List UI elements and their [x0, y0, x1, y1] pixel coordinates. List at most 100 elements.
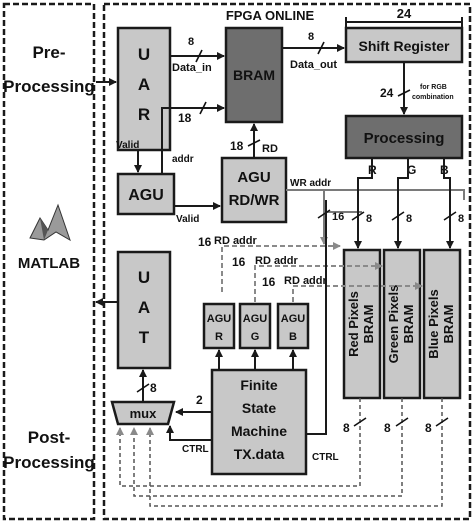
- fsm-label-1: Finite: [240, 377, 278, 393]
- agu-addr-slash: [199, 101, 207, 115]
- uar-letter-u: U: [138, 45, 150, 64]
- rd-label: RD: [262, 143, 278, 155]
- g-wire: [394, 158, 409, 249]
- uar-letter-a: A: [138, 75, 150, 94]
- processing-label-pre: Processing: [3, 77, 95, 96]
- rd-addr-r-width: 16: [198, 235, 212, 249]
- rgb-width: 24: [380, 86, 394, 100]
- rd-addr-g-width: 16: [232, 255, 246, 269]
- processing-block: [344, 114, 464, 160]
- agu-block: [116, 172, 176, 216]
- agu-addr-width: 18: [178, 111, 192, 125]
- data-in-bus-slash: [195, 49, 203, 63]
- agu-g-label-1: AGU: [243, 313, 268, 325]
- fsm-label-3: Machine: [231, 423, 287, 439]
- uar-letter-r: R: [138, 105, 150, 124]
- data-out-bus-slash: [317, 41, 325, 55]
- red-out-slash: [353, 417, 367, 427]
- r-width: 8: [366, 213, 372, 225]
- b-wire: [443, 158, 454, 249]
- b-width: 8: [458, 213, 464, 225]
- processing-label: Processing: [364, 130, 445, 147]
- valid-label-2: Valid: [176, 214, 199, 225]
- wr-addr-wire: [286, 189, 465, 200]
- g-label: G: [407, 163, 416, 177]
- processing-label-post: Processing: [3, 453, 95, 472]
- agu-r-label-1: AGU: [207, 313, 232, 325]
- rd-addr-g-label: RD addr: [255, 255, 299, 267]
- blue-bram-label-2: BRAM: [441, 305, 456, 344]
- agu-b-label-1: AGU: [281, 313, 306, 325]
- green-bram-block: [382, 248, 422, 400]
- red-bram-label-2: BRAM: [361, 305, 376, 344]
- data-out-label: Data_out: [290, 59, 337, 71]
- rd-addr-b-wire: [292, 282, 423, 302]
- r-slash: [351, 211, 365, 221]
- mux-block: [110, 400, 176, 426]
- matlab-logo-icon: [29, 203, 71, 242]
- fpga-title: FPGA ONLINE: [226, 8, 315, 23]
- shift-width-label: 24: [397, 6, 412, 21]
- green-out-width: 8: [384, 421, 391, 435]
- fsm-mux-width: 2: [196, 393, 203, 407]
- fsm-block: [210, 368, 308, 476]
- agu-r-label-2: R: [215, 331, 223, 343]
- data-out-width: 8: [308, 31, 314, 43]
- ctrl-fsm-wire: [306, 200, 327, 435]
- rd-addr-g-wire: [254, 262, 383, 302]
- bram-block: [224, 26, 284, 124]
- green-out-wire: [130, 398, 403, 497]
- data-in-label: Data_in: [172, 62, 212, 74]
- wr-addr-width: 16: [332, 211, 344, 223]
- fsm-label-4: TX.data: [234, 446, 285, 462]
- agu-r-block: [202, 302, 236, 350]
- wr-addr-slash: [317, 209, 331, 219]
- data-in-width: 8: [188, 36, 194, 48]
- wr-addr-label: WR addr: [290, 178, 331, 189]
- mux-label: mux: [130, 406, 158, 421]
- ctrl-mux-wire: [166, 425, 212, 441]
- valid-label-1: Valid: [116, 140, 139, 151]
- mux-out-width: 8: [150, 381, 157, 395]
- blue-out-wire: [146, 398, 443, 507]
- agu-g-label-2: G: [251, 331, 260, 343]
- shift-to-processing-slash: [397, 89, 411, 97]
- blue-out-width: 8: [425, 421, 432, 435]
- rgb-note-1: for RGB: [420, 84, 447, 91]
- agu-rdwr-label-1: AGU: [237, 169, 270, 186]
- agu-rdwr-label-2: RD/WR: [229, 192, 280, 209]
- agu-b-block: [276, 302, 310, 350]
- uat-block: [116, 250, 172, 370]
- ctrl-label-1: CTRL: [182, 444, 209, 455]
- uat-letter-t: T: [139, 328, 150, 347]
- post-label: Post-: [28, 428, 71, 447]
- green-out-slash: [395, 417, 409, 427]
- fsm-label-2: State: [242, 400, 276, 416]
- b-slash: [443, 211, 457, 221]
- bram-label: BRAM: [233, 67, 275, 83]
- red-bram-label-1: Red Pixels: [346, 291, 361, 357]
- rd-addr-b-width: 16: [262, 275, 276, 289]
- rd-addr-r-label: RD addr: [214, 235, 258, 247]
- addr-label: addr: [172, 154, 194, 165]
- mux-to-uat-slash: [136, 383, 150, 393]
- rgb-note-2: combination: [412, 94, 454, 101]
- rd-width: 18: [230, 139, 244, 153]
- agu-g-block: [238, 302, 272, 350]
- red-bram-block: [342, 248, 382, 400]
- rd-slash: [247, 139, 261, 147]
- blue-out-slash: [435, 417, 449, 427]
- uat-letter-u: U: [138, 268, 150, 287]
- agu-label: AGU: [128, 187, 164, 204]
- matlab-label: MATLAB: [18, 255, 80, 272]
- red-out-wire: [116, 398, 361, 487]
- pre-label: Pre-: [32, 43, 65, 62]
- shift-register-label: Shift Register: [358, 38, 450, 54]
- g-slash: [391, 211, 405, 221]
- r-wire: [354, 158, 373, 249]
- green-bram-label-1: Green Pixels: [386, 285, 401, 364]
- g-width: 8: [406, 213, 412, 225]
- agu-b-label-2: B: [289, 331, 297, 343]
